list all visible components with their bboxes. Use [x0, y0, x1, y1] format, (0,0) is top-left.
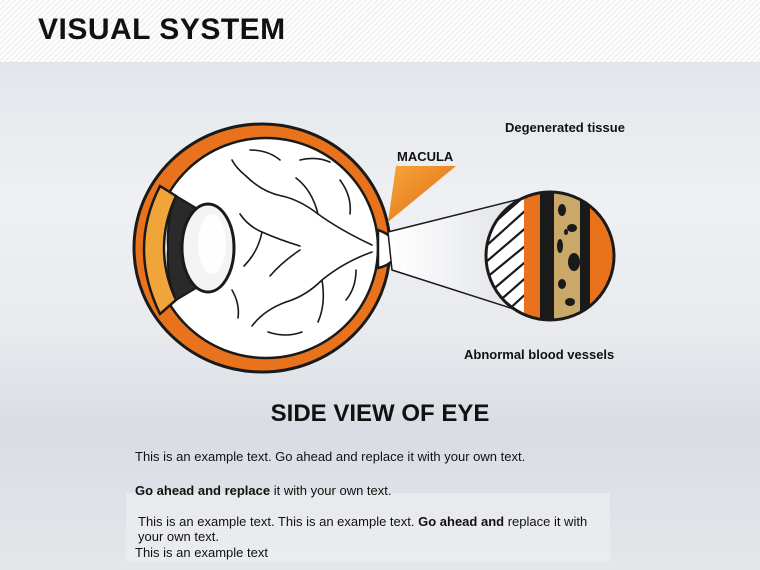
paragraph-2-bold: Go ahead and replace	[135, 483, 271, 498]
label-degenerated-tissue: Degenerated tissue	[505, 120, 625, 135]
paragraph-3-bold: Go ahead and	[418, 514, 505, 529]
paragraph-1: This is an example text. Go ahead and re…	[135, 449, 526, 464]
macula-pointer	[388, 166, 456, 222]
cornea	[142, 184, 178, 317]
paragraph-3-start: This is an example text. This is an exam…	[138, 514, 419, 529]
page-title: VISUAL SYSTEM	[38, 13, 286, 46]
paragraph-2: Go ahead and replace it with your own te…	[135, 483, 392, 498]
label-macula: MACULA	[397, 149, 454, 164]
retinal-vessels	[231, 149, 373, 336]
paragraph-3-end: replace it with your own text.	[138, 514, 588, 544]
paragraph-2-rest: it with your own text.	[270, 483, 392, 498]
label-abnormal-blood-vessels: Abnormal blood vessels	[464, 347, 615, 362]
header-bar: VISUAL SYSTEM	[0, 0, 760, 63]
paragraph-4: This is an example text	[135, 545, 268, 560]
section-title: SIDE VIEW OF EYE	[270, 400, 490, 427]
paragraph-3: This is an example text. This is an exam…	[138, 514, 598, 544]
magnified-view	[486, 192, 614, 320]
text-box-background	[126, 493, 610, 562]
eye-diagram	[132, 122, 616, 374]
